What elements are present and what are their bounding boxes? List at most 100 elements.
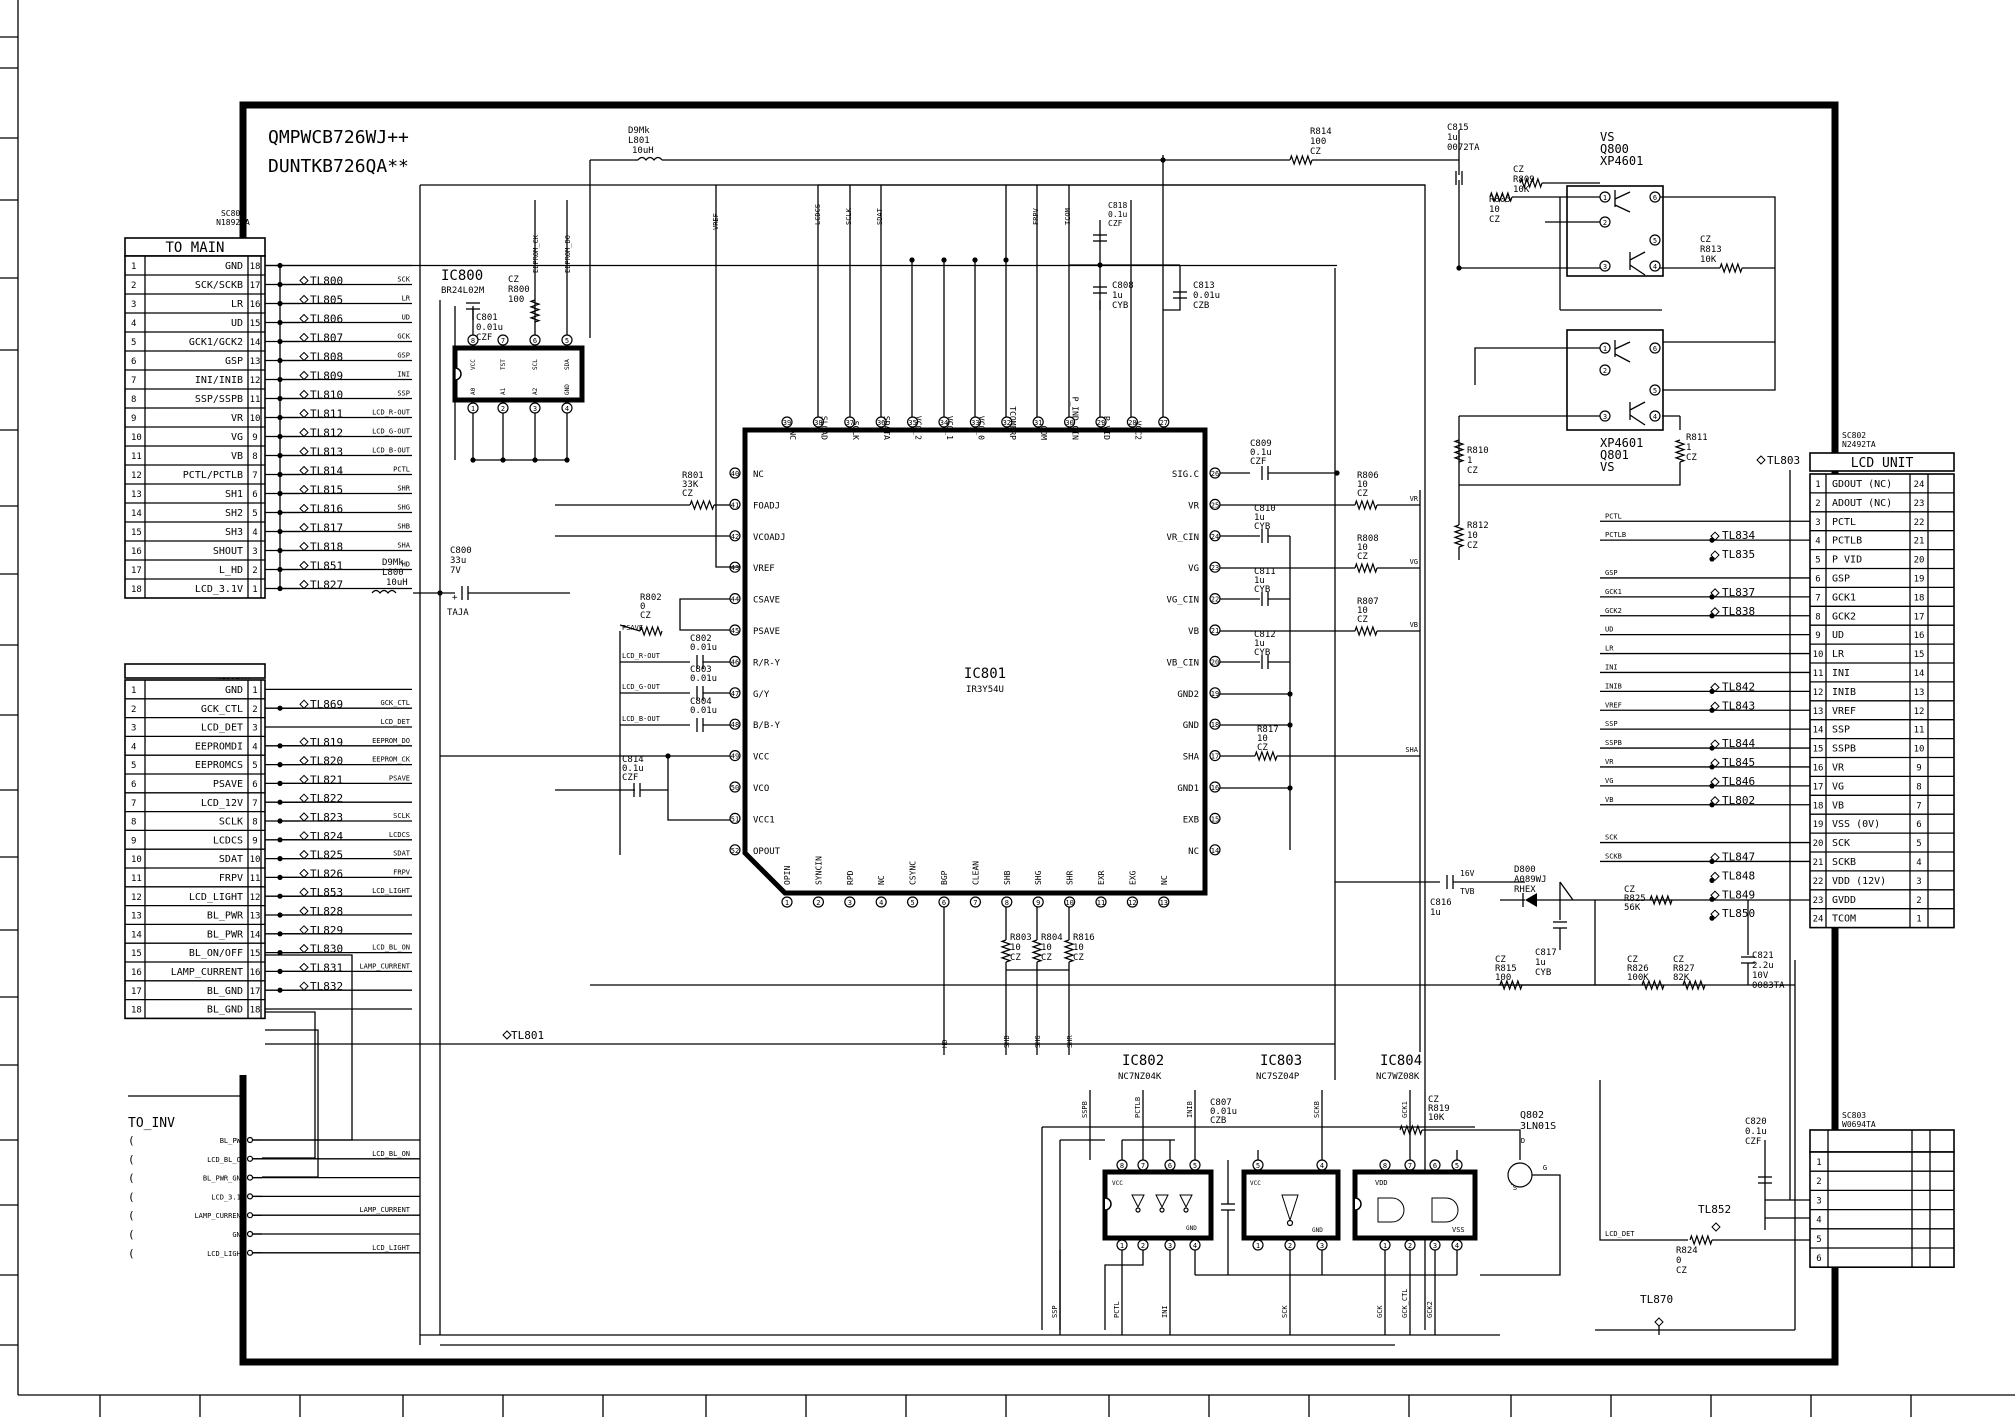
net-label: GCK	[1376, 1305, 1384, 1318]
ic801-part: IR3Y54U	[966, 685, 1004, 695]
ic-notch	[1104, 1197, 1112, 1211]
r819-label: CZ	[1428, 1095, 1439, 1105]
testpoint-label: TL812	[310, 427, 343, 440]
pin-name: VCOADJ	[753, 533, 786, 543]
testpoint-label: TL806	[310, 313, 343, 326]
testpoint-label: TL821	[310, 773, 343, 786]
pin-number: 18	[250, 262, 261, 272]
pin-number: 9	[131, 836, 136, 846]
pin-number: 2	[816, 899, 820, 907]
pin-name: SYNCIN	[814, 856, 823, 885]
pin-number: 21	[1813, 858, 1824, 868]
pin-number: 13	[1813, 707, 1824, 717]
testpoint-label: TL829	[310, 924, 343, 937]
r811-label: R811	[1686, 433, 1708, 443]
ic-pin-label: VCC	[1250, 1180, 1261, 1187]
testpoint-label: TL814	[310, 465, 343, 478]
pin-number: 22	[1211, 596, 1219, 604]
net-label: LAMP_CURRENT	[359, 962, 410, 970]
pin-name: BL_ON/OFF	[189, 948, 243, 959]
pin-number: 3	[252, 547, 257, 557]
net-label: GCK1	[1401, 1101, 1409, 1118]
pin-number: 27	[1160, 419, 1168, 427]
res-label: CZ	[1357, 552, 1368, 562]
net-label: SHR	[397, 485, 410, 493]
q-arm	[1614, 191, 1631, 200]
net-label: TCOM	[1064, 208, 1072, 225]
q800-label: VS	[1600, 130, 1614, 144]
r809-label: 10K	[1513, 185, 1530, 195]
junction-dot	[909, 257, 915, 263]
pin-ring	[1599, 260, 1611, 272]
net-label: UD	[1605, 626, 1613, 634]
pin-name: VB	[231, 451, 243, 462]
pin-name: VR_CIN	[1166, 533, 1199, 543]
pin-number: 23	[1914, 499, 1925, 509]
testpoint-label: TL808	[310, 351, 343, 364]
ic802-body	[1102, 1169, 1214, 1241]
pin-number: 18	[1211, 721, 1219, 729]
pin-ring	[875, 896, 887, 908]
r813-label: 10K	[1700, 255, 1717, 265]
pin-number: 4	[131, 742, 136, 752]
net-label: PCTL	[1605, 512, 1622, 520]
pin-name: VG	[1188, 564, 1199, 574]
pin-number: 18	[131, 1006, 142, 1016]
inv-pin-name: LCD_3.1V	[211, 1193, 246, 1201]
pin-number: 2	[1603, 219, 1607, 227]
pin-letter: G	[1543, 1164, 1547, 1172]
pin-number: 7	[1916, 801, 1921, 811]
pin-number: 21	[1914, 537, 1925, 547]
pin-number: 3	[848, 899, 852, 907]
ic-pin-label: VSS	[1452, 1226, 1465, 1234]
testpoint-marker	[299, 275, 309, 286]
pin-number: 17	[131, 566, 142, 576]
r824-label: 0	[1676, 1256, 1681, 1266]
cap-label: C804	[690, 697, 712, 707]
pin-name: GSP	[1832, 574, 1850, 585]
pin-number: 5	[1816, 1235, 1821, 1245]
testpoint-label: TL807	[310, 332, 343, 345]
pin-number: 15	[250, 319, 261, 329]
r809-label: CZ	[1513, 165, 1524, 175]
pin-number: 1	[1603, 345, 1607, 353]
net-label: LCD_BL_ON	[372, 1150, 410, 1158]
pin-number: 4	[252, 742, 257, 752]
pin-number: 5	[1815, 556, 1820, 566]
q-arm	[1629, 251, 1646, 261]
testpoint-label: TL845	[1722, 756, 1755, 769]
pin-number: 6	[1816, 1254, 1821, 1264]
pin-name: ADOUT (NC)	[1832, 498, 1892, 509]
pin-name: CSAVE	[753, 596, 780, 606]
sc801-connector: SC801N1892TA1GND12GCK_CTL23LCD_DET34EEPR…	[124, 663, 266, 1020]
pin-number: 11	[1813, 669, 1824, 679]
pin-name: VB	[1832, 800, 1844, 811]
pin-name: SCL	[532, 359, 539, 370]
pin-number: 6	[533, 337, 537, 345]
c801-label: CZF	[476, 333, 492, 343]
net-label: PCTLB	[1605, 531, 1626, 539]
pin-number: 5	[131, 338, 136, 348]
pin-ring	[1209, 561, 1221, 573]
pin-name: LCD_DET	[201, 723, 243, 734]
pin-name: VREF	[1832, 706, 1856, 717]
pin-name: FRPV	[219, 873, 243, 884]
connector-part: W0694TA	[1842, 1120, 1876, 1129]
pin-number: 6	[1653, 194, 1657, 202]
q-arm	[1629, 401, 1646, 411]
net-label: GCK	[397, 333, 410, 341]
pin-name: SHB	[1003, 870, 1012, 885]
pin-number: 3	[1916, 877, 1921, 887]
res-label: CZ	[1041, 953, 1052, 963]
r802-label: 0	[640, 602, 645, 612]
pin-number: 24	[1914, 480, 1925, 490]
ic-pin-label: GND	[1186, 1225, 1197, 1232]
pin-number: 11	[1097, 899, 1105, 907]
testpoint-marker	[1710, 871, 1720, 882]
net-label: SHB	[1003, 1035, 1011, 1048]
c816-label: C816	[1430, 898, 1452, 908]
pin-number: 18	[131, 585, 142, 595]
pin-name: SCLK	[851, 421, 860, 440]
